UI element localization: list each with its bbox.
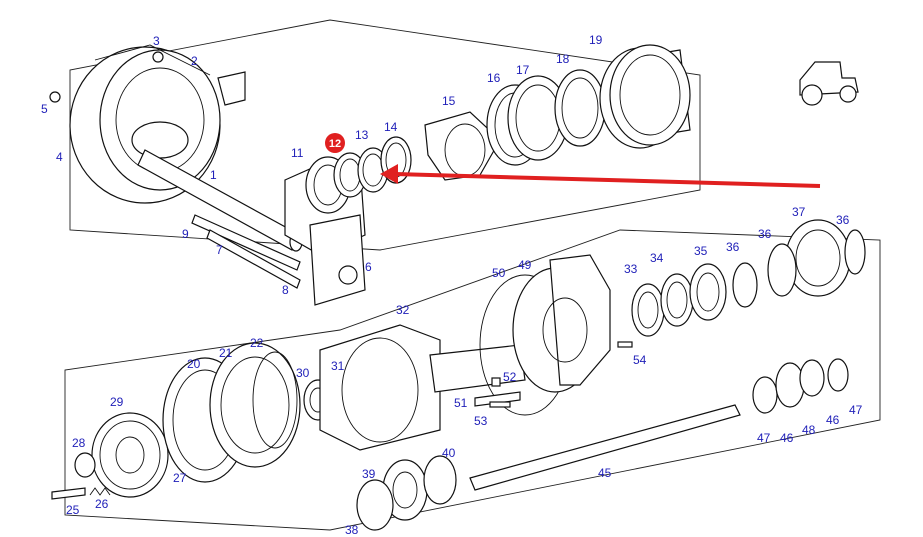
callout-36-b: 36: [758, 227, 772, 241]
housing-cover: [69, 44, 221, 204]
callout-25: 25: [66, 503, 80, 517]
callout-46-a: 46: [780, 431, 794, 445]
ring-34: [660, 273, 694, 327]
callout-38: 38: [345, 523, 359, 537]
callout-40: 40: [442, 446, 456, 460]
ring-28: [74, 452, 96, 478]
bolt-25: [51, 487, 86, 500]
callout-8: 8: [282, 283, 289, 297]
callout-16: 16: [487, 71, 501, 85]
carrier-49: [512, 254, 611, 393]
bolt-51: [474, 391, 521, 407]
callout-14: 14: [384, 120, 398, 134]
ring-36-c: [844, 229, 866, 275]
splined-shaft: [429, 344, 526, 393]
callout-47-b: 47: [849, 403, 863, 417]
callout-27: 27: [173, 471, 187, 485]
end-bearings: [752, 358, 849, 414]
callout-2: 2: [191, 54, 198, 68]
callout-20: 20: [187, 357, 201, 371]
callout-36-c: 36: [836, 213, 850, 227]
callout-7: 7: [216, 243, 223, 257]
spring-26: [89, 487, 111, 496]
callout-30: 30: [296, 366, 310, 380]
callout-22: 22: [250, 336, 264, 350]
mount-block: [309, 214, 366, 306]
callout-45: 45: [598, 466, 612, 480]
callout-35: 35: [694, 244, 708, 258]
output-shaft: [469, 404, 741, 491]
gear-37: [785, 219, 851, 297]
ring-40: [423, 455, 457, 505]
gear-29: [91, 412, 169, 498]
guide-rods: [191, 214, 301, 289]
callout-5: 5: [41, 102, 48, 116]
callout-46-b: 46: [826, 413, 840, 427]
pin-52: [491, 377, 501, 387]
clutch-drum-21: [209, 342, 301, 468]
highlight-callout-12: 12: [329, 138, 341, 150]
callout-36-a: 36: [726, 240, 740, 254]
callout-28: 28: [72, 436, 86, 450]
callout-29: 29: [110, 395, 124, 409]
callout-51: 51: [454, 396, 468, 410]
callout-labels: 1 2 3 4 5 6 7 8 9 11 13 14 15 16 17 18 1…: [41, 33, 863, 537]
callout-1: 1: [210, 168, 217, 182]
callout-13: 13: [355, 128, 369, 142]
callout-49: 49: [518, 258, 532, 272]
callout-11: 11: [291, 146, 304, 160]
callout-52: 52: [503, 370, 517, 384]
callout-47-a: 47: [757, 431, 771, 445]
callout-17: 17: [516, 63, 530, 77]
ring-38: [356, 479, 394, 531]
callout-4: 4: [56, 150, 63, 164]
callout-53: 53: [474, 414, 488, 428]
callout-9: 9: [182, 227, 189, 241]
ring-33: [631, 283, 665, 337]
ring-18: [554, 69, 606, 147]
cover-bracket: [217, 71, 246, 106]
callout-31: 31: [331, 359, 345, 373]
cover-22: [252, 351, 298, 449]
ring-36-a: [732, 262, 758, 308]
highlight-badge: 12: [325, 133, 345, 153]
callout-34: 34: [650, 251, 664, 265]
ring-36-b: [767, 243, 797, 297]
lower-assembly-frame: [64, 229, 881, 531]
basket-32: [319, 324, 441, 451]
highlight-arrow: [380, 164, 821, 188]
callout-21: 21: [219, 346, 233, 360]
callout-6: 6: [365, 260, 372, 274]
callout-19: 19: [589, 33, 603, 47]
upper-assembly-frame: [69, 19, 701, 251]
tractor-icon: [799, 61, 859, 106]
callout-39: 39: [362, 467, 376, 481]
callout-37: 37: [792, 205, 806, 219]
callout-48: 48: [802, 423, 816, 437]
bolt-left: [49, 91, 61, 103]
callout-54: 54: [633, 353, 647, 367]
callout-15: 15: [442, 94, 456, 108]
drum-19: [599, 44, 691, 149]
callout-26: 26: [95, 497, 109, 511]
callout-32: 32: [396, 303, 410, 317]
bearing-35: [689, 263, 727, 321]
callout-3: 3: [153, 34, 160, 48]
callout-33: 33: [624, 262, 638, 276]
pin-53: [489, 401, 511, 408]
callout-50: 50: [492, 266, 506, 280]
pin-54: [617, 341, 633, 348]
callout-18: 18: [556, 52, 570, 66]
bolt-top: [152, 51, 164, 63]
